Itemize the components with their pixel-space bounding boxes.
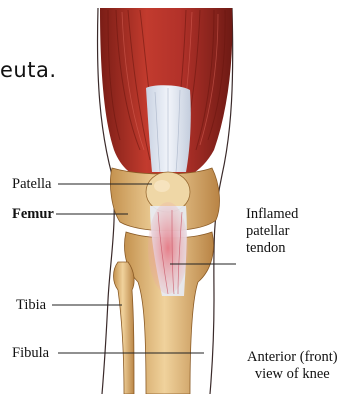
inflamed-tendon-label: Inflamed patellar tendon <box>246 206 298 257</box>
fibula-label: Fibula <box>12 345 49 361</box>
view-caption: Anterior (front) view of knee <box>247 349 338 383</box>
view-line2: view of knee <box>247 366 338 383</box>
fibula-bone <box>114 262 135 394</box>
patella-label: Patella <box>12 176 51 192</box>
truncated-text-fragment: euta. <box>0 58 57 82</box>
tibia-label: Tibia <box>16 297 46 313</box>
femur-label: Femur <box>12 206 54 222</box>
view-line1: Anterior (front) <box>247 349 338 366</box>
inflamed-line3: tendon <box>246 240 298 257</box>
inflamed-line1: Inflamed <box>246 206 298 223</box>
inflamed-line2: patellar <box>246 223 298 240</box>
quadriceps-tendon <box>146 85 191 172</box>
